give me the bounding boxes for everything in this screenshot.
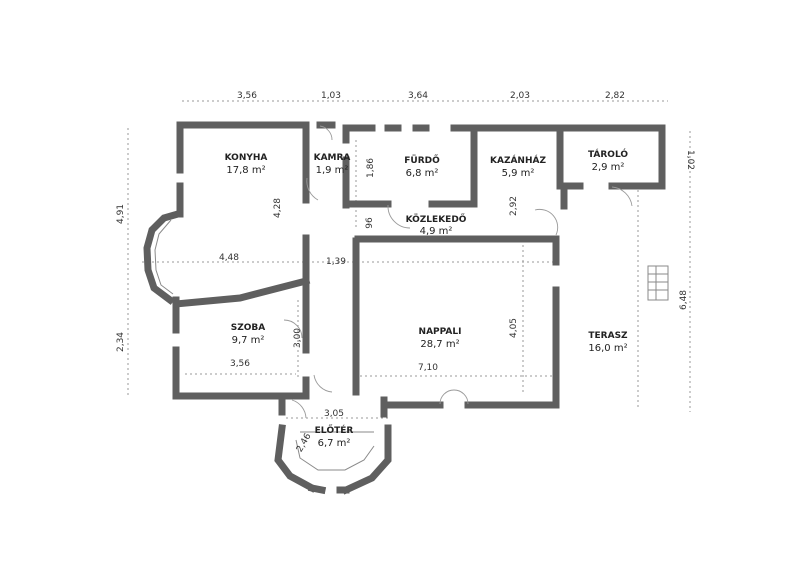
room-area: 5,9 m² — [502, 168, 535, 179]
room-nappali: NAPPALI 28,7 m² — [419, 327, 462, 350]
room-terasz: TERASZ 16,0 m² — [588, 331, 628, 354]
room-area: 17,8 m² — [226, 165, 265, 176]
dim-top-1: 3,56 — [237, 91, 257, 101]
dim-top-4: 2,03 — [510, 91, 530, 101]
room-name: KAMRA — [314, 153, 351, 163]
room-name: FÜRDŐ — [404, 155, 440, 166]
dim-nappali-width: 7,10 — [418, 363, 438, 373]
room-name: TÁROLÓ — [588, 148, 628, 160]
dim-konyha-height: 4,28 — [273, 198, 283, 218]
room-area: 6,7 m² — [318, 438, 351, 449]
room-furdo: FÜRDŐ 6,8 m² — [404, 155, 440, 179]
room-kazanhaz: KAZÁNHÁZ 5,9 m² — [490, 154, 546, 179]
dimension-labels: 3,56 1,03 3,64 2,03 2,82 4,91 2,34 1,02 … — [116, 91, 695, 454]
konyha-bay-window — [143, 209, 183, 305]
dim-szoba-width: 3,56 — [230, 359, 250, 369]
room-name: KAZÁNHÁZ — [490, 154, 546, 166]
dim-right-lower: 6,48 — [679, 290, 689, 310]
room-name: TERASZ — [588, 331, 628, 341]
terrace-steps — [647, 265, 669, 301]
dim-kozlekedo-gap: 96 — [365, 217, 375, 229]
room-name: NAPPALI — [419, 327, 462, 337]
room-tarolo: TÁROLÓ 2,9 m² — [588, 148, 628, 173]
dim-kazanhaz-height: 2,92 — [509, 196, 519, 216]
dimension-lines — [127, 100, 691, 419]
room-area: 4,9 m² — [420, 226, 453, 237]
room-area: 16,0 m² — [588, 343, 627, 354]
room-area: 28,7 m² — [420, 339, 459, 350]
room-kamra: KAMRA 1,9 m² — [314, 153, 351, 176]
dim-hall-width: 4,48 — [219, 253, 239, 263]
room-name: KONYHA — [225, 153, 268, 163]
walls — [172, 121, 666, 418]
dim-top-3: 3,64 — [408, 91, 428, 101]
room-konyha: KONYHA 17,8 m² — [225, 153, 268, 176]
room-name: ELŐTÉR — [315, 424, 354, 436]
eloter-bay-window — [274, 424, 392, 495]
room-area: 9,7 m² — [232, 335, 265, 346]
room-area: 2,9 m² — [592, 162, 625, 173]
room-name: KÖZLEKEDŐ — [406, 214, 467, 225]
dim-szoba-height: 3,00 — [293, 328, 303, 348]
room-szoba: SZOBA 9,7 m² — [231, 323, 266, 346]
room-kozlekedo: KÖZLEKEDŐ 4,9 m² — [406, 214, 467, 237]
room-name: SZOBA — [231, 323, 266, 333]
room-area: 6,8 m² — [406, 168, 439, 179]
dim-kamra-height: 1,86 — [366, 158, 376, 178]
room-eloter: ELŐTÉR 6,7 m² — [315, 424, 354, 449]
room-area: 1,9 m² — [316, 165, 349, 176]
dim-top-2: 1,03 — [321, 91, 341, 101]
dim-right-upper: 1,02 — [685, 150, 695, 170]
dim-hall-gap: 1,39 — [326, 257, 346, 267]
dim-left-upper: 4,91 — [116, 204, 126, 224]
dim-top-5: 2,82 — [605, 91, 625, 101]
dim-left-lower: 2,34 — [116, 332, 126, 352]
dim-eloter-width: 3,05 — [324, 409, 344, 419]
dim-eloter-height: 2,46 — [295, 432, 314, 455]
dim-nappali-height: 4,05 — [509, 318, 519, 338]
door-swings — [283, 125, 633, 419]
